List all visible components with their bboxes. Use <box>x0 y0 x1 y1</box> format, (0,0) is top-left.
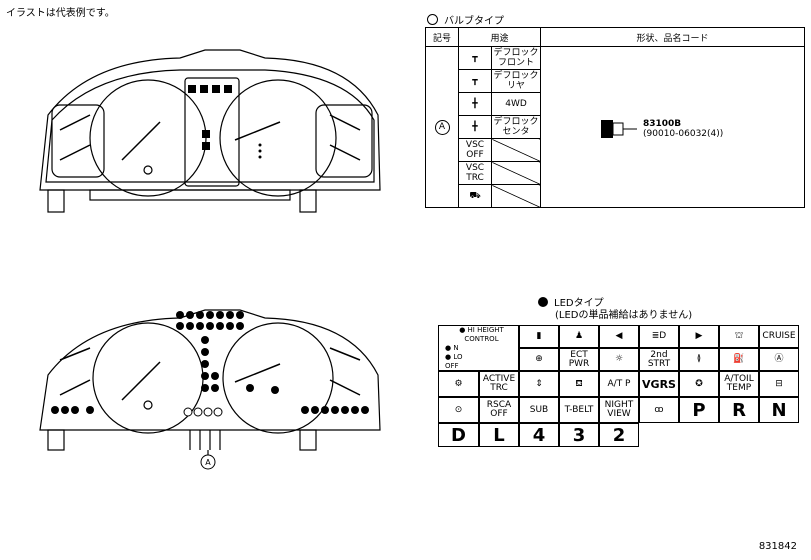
code-cell: A <box>425 46 459 208</box>
gear-p-label: P <box>679 397 719 423</box>
header-code: 記号 <box>425 27 459 47</box>
cruise-label: CRUISE <box>759 325 799 348</box>
suspension-icon: ⇕ <box>519 371 559 397</box>
gear-r-label: R <box>719 397 759 423</box>
instrument-cluster-led-diagram: A <box>39 309 381 470</box>
gear-3-label: 3 <box>559 423 599 447</box>
ect-pwr-label: ECT PWR <box>559 348 599 371</box>
use-label: 4WD <box>491 92 541 116</box>
battery-icon: ⊟ <box>759 371 799 397</box>
vsc-trc-label: VSC TRC <box>458 161 492 185</box>
callout-a: A <box>205 458 211 467</box>
4wd-icon: ╋ <box>458 92 492 116</box>
rsca-off-label: RSCA OFF <box>479 397 519 423</box>
right-gauge <box>315 104 373 178</box>
skid-car-icon: ⛟ <box>458 184 492 208</box>
diff-lock-front-icon: ┳ <box>458 46 492 70</box>
speedometer-dial <box>89 79 207 197</box>
left-gauge <box>51 104 105 178</box>
airbag-person-icon: ♟ <box>559 325 599 348</box>
gear-l-label: L <box>479 423 519 447</box>
led-type-subtitle: (LEDの単品補給はありません) <box>555 310 693 321</box>
brake-warning-icon: ⊙ <box>438 397 479 423</box>
part-number: (90010-06032(4)) <box>643 129 724 139</box>
led-dot-group <box>51 311 369 414</box>
t-belt-label: T-BELT <box>559 397 599 423</box>
filled-circle-icon <box>538 297 548 307</box>
oil-can-icon: ⛾ <box>559 371 599 397</box>
active-trc-label: ACTIVE TRC <box>479 371 519 397</box>
header-shape: 形状、品名コード <box>540 27 805 47</box>
use-label: デフロック センタ <box>491 115 541 139</box>
gear-n-label: N <box>759 397 799 423</box>
bulb-table: 記号 用途 形状、品名コード A ┳ デフロック フロント 83100B (90… <box>425 27 805 208</box>
empty-cell <box>491 161 541 185</box>
vgrs-label: VGRS <box>639 371 679 397</box>
gear-4-label: 4 <box>519 423 559 447</box>
illustration-note: イラストは代表例です。 <box>6 8 115 19</box>
led-type-title: LEDタイプ <box>538 294 604 309</box>
glow-plug-icon: ꝏ <box>639 397 679 423</box>
2nd-strt-label: 2nd STRT <box>639 348 679 371</box>
headlight-beam-icon: ≣D <box>639 325 679 348</box>
bulb-socket-icon <box>601 120 637 138</box>
diff-lock-center-icon: ╋ <box>458 115 492 139</box>
engine-check-icon: ⚙ <box>438 371 479 397</box>
sub-label: SUB <box>519 397 559 423</box>
rear-fog-icon: ⊕ <box>519 348 559 371</box>
header-use: 用途 <box>458 27 541 47</box>
code-a-label: A <box>434 119 450 135</box>
instrument-cluster-bulb-diagram <box>39 49 381 213</box>
fuel-icon: ⛽ <box>719 348 759 371</box>
figure-code: 831842 <box>758 541 797 552</box>
use-label: デフロック フロント <box>491 46 541 70</box>
gear-d-label: D <box>438 423 479 447</box>
front-fog-icon: ≬ <box>679 348 719 371</box>
empty-cell <box>491 184 541 208</box>
tachometer-dial <box>219 79 337 197</box>
at-p-label: A/T P <box>599 371 639 397</box>
use-label: デフロック リヤ <box>491 69 541 93</box>
cluster-housing <box>39 49 381 191</box>
height-control-cell: ● HI HEIGHT CONTROL ● N ● LO OFF <box>438 325 519 371</box>
airbag-icon: ✪ <box>679 371 719 397</box>
diff-lock-rear-icon: ┳ <box>458 69 492 93</box>
gear-2-label: 2 <box>599 423 639 447</box>
bulb-type-title: バルブタイプ <box>427 12 504 27</box>
left-arrow-icon: ◀ <box>599 325 639 348</box>
led-grid: ● HI HEIGHT CONTROL ● N ● LO OFF ▮ ♟ ◀ ≣… <box>438 325 808 447</box>
empty-cell <box>491 138 541 162</box>
part-code: 83100B <box>643 119 682 129</box>
abs-icon: Ⓐ <box>759 348 799 371</box>
vsc-off-label: VSC OFF <box>458 138 492 162</box>
part-cell: 83100B (90010-06032(4)) <box>540 46 805 208</box>
at-oil-temp-label: A/TOIL TEMP <box>719 371 759 397</box>
night-view-label: NIGHT VIEW <box>599 397 639 423</box>
headlamp-warning-icon: ☼ <box>599 348 639 371</box>
open-circle-icon <box>427 14 438 25</box>
car-security-icon: ⛫ <box>719 325 759 348</box>
right-arrow-icon: ▶ <box>679 325 719 348</box>
seatbelt-icon: ▮ <box>519 325 559 348</box>
